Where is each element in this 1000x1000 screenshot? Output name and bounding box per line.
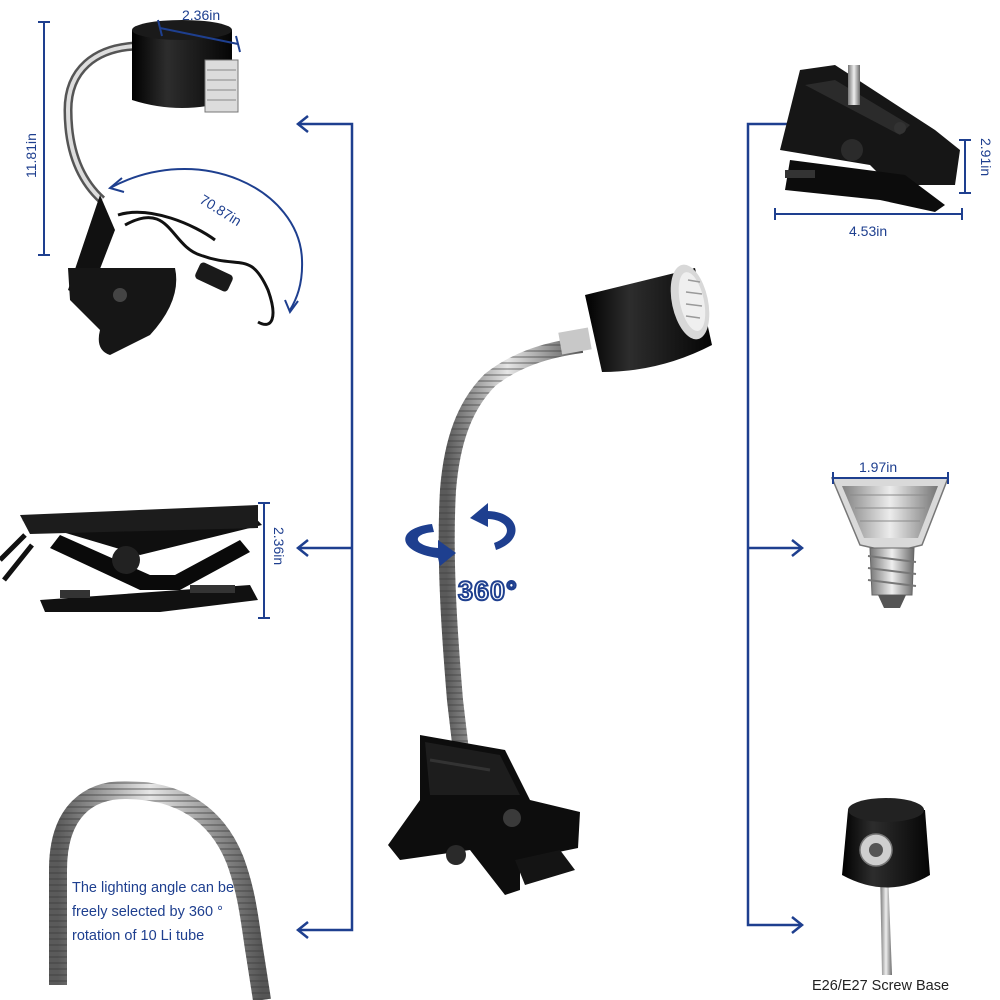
clip-height-label: 2.91in [978,138,994,177]
screw-base-illustration [842,798,930,975]
open-clip-illustration [0,505,262,612]
bulb-illustration [830,477,950,608]
dimension-lines-clip [774,139,971,220]
dimension-line-clip-open [258,502,270,619]
gooseneck-note: The lighting angle can be freely selecte… [72,880,235,944]
socket-width-label: 2.36in [182,7,221,23]
arrow-left-icon [295,115,309,939]
right-connector [746,122,800,927]
dimension-lines-lamp [38,19,304,315]
arrow-right-icon [791,115,805,934]
rotation-label: 360° [457,576,518,606]
clip-open-height-label: 2.36in [271,527,287,566]
left-connector [300,122,354,932]
main-lamp-illustration [388,264,712,895]
screw-base-caption: E26/E27 Screw Base [812,978,950,994]
clip-width-label: 4.53in [849,223,888,239]
clip-closeup-illustration [780,65,960,212]
bulb-width-label: 1.97in [859,459,898,475]
dimension-line-bulb [832,472,949,484]
lamp-overview-illustration [63,20,275,355]
gooseneck-tube-illustration [49,780,271,1000]
total-height-label: 11.81in [23,133,39,178]
rotation-arrow-icon [405,503,516,566]
